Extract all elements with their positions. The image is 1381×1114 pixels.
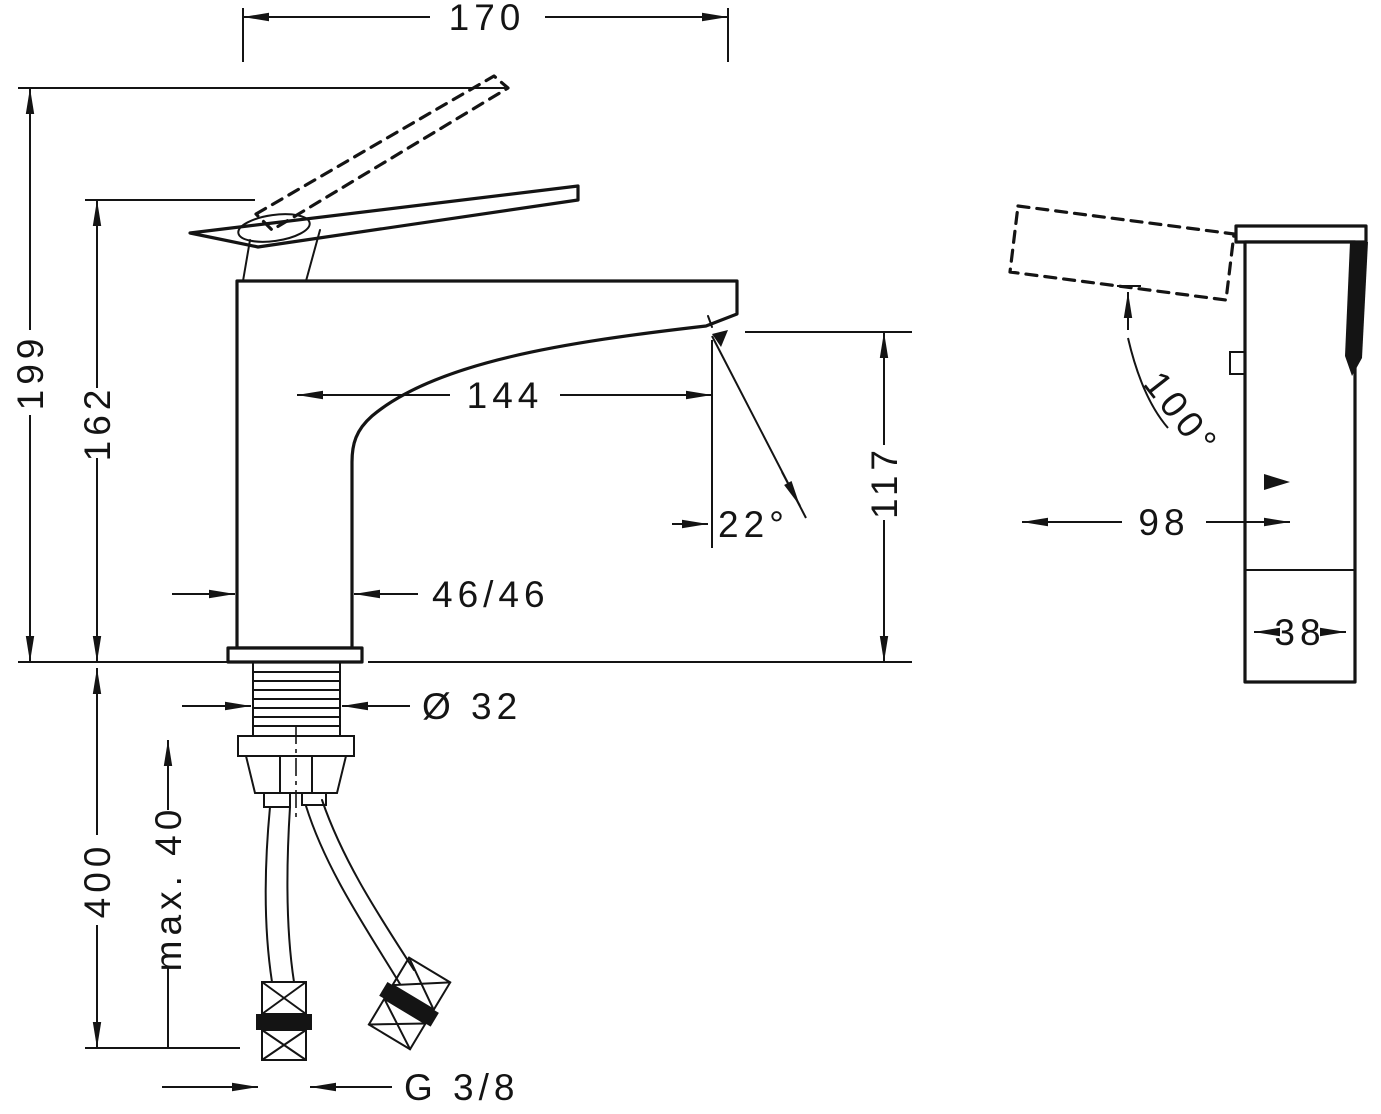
body-top-cap xyxy=(1234,224,1368,244)
dim-max-thickness: max. 40 xyxy=(148,740,189,1048)
dim-hose-length: 400 xyxy=(77,668,240,1049)
hose-right-braid-hatch xyxy=(391,956,452,1011)
hose-left-edge2 xyxy=(286,806,295,983)
angle-arrow xyxy=(781,471,801,507)
hose-right-nut-hatch xyxy=(367,997,427,1051)
dim-label-hose-length: 400 xyxy=(77,842,118,919)
hose-right-nut xyxy=(367,997,427,1051)
handle-down-bar xyxy=(1345,242,1368,376)
dim-label-width-top: 170 xyxy=(449,0,526,38)
hose-right-edge1 xyxy=(305,805,401,985)
faucet-base-plate xyxy=(226,646,364,664)
dim-label-height-to-handle: 162 xyxy=(77,385,118,462)
front-view: 170 199 162 144 117 xyxy=(10,0,912,1108)
dim-height-total: 199 xyxy=(10,87,505,662)
hose-left-braid-hatch xyxy=(261,981,307,1015)
dim-label-outlet-height: 117 xyxy=(864,445,905,519)
threaded-shank xyxy=(252,661,341,737)
faucet-body-outline xyxy=(235,279,739,650)
handle-lever-raised-dashed xyxy=(254,74,510,232)
dim-label-height-total: 199 xyxy=(10,334,51,411)
dim-depth: 98 xyxy=(1022,474,1290,543)
outlet-tab xyxy=(1229,351,1246,375)
dim-label-thread: G 3/8 xyxy=(404,1067,520,1108)
dim-hole-diameter: Ø 32 xyxy=(182,686,522,727)
supply-hose-left xyxy=(256,806,312,1061)
handle-pivot-cap xyxy=(237,213,311,243)
hose-left-seal xyxy=(256,1014,312,1030)
dim-label-body-section: 46/46 xyxy=(432,574,550,615)
dim-label-hole-diameter: Ø 32 xyxy=(422,686,522,727)
dim-label-depth: 98 xyxy=(1138,502,1189,543)
dim-spout-reach: 144 xyxy=(297,340,713,548)
hose-right-edge2 xyxy=(321,799,415,971)
dim-label-body-depth: 38 xyxy=(1274,612,1325,653)
hose-left-nut-hatch xyxy=(261,1029,307,1061)
dim-outlet-angle: 22° xyxy=(672,335,807,545)
dim-height-to-handle: 162 xyxy=(77,199,255,662)
hose-stub-left xyxy=(263,792,291,808)
leader-curve xyxy=(1127,337,1169,429)
mounting-nut xyxy=(244,755,348,794)
water-outlet-mark xyxy=(712,330,728,347)
reference-arrow xyxy=(1264,474,1290,490)
handle-lever xyxy=(188,184,580,249)
dim-swivel-angle: 100° xyxy=(1117,285,1228,465)
body-side-outline xyxy=(1243,240,1357,684)
hose-stub-right xyxy=(301,792,327,806)
dim-body-section: 46/46 xyxy=(172,574,550,615)
dim-label-max-thickness: max. 40 xyxy=(148,805,189,972)
dim-thread: G 3/8 xyxy=(162,1067,520,1108)
side-view: 100° 98 38 xyxy=(1008,204,1368,684)
dim-outlet-height: 117 xyxy=(745,331,912,662)
dim-label-swivel-angle: 100° xyxy=(1136,364,1228,465)
dim-label-spout-reach: 144 xyxy=(467,375,544,416)
dim-body-depth: 38 xyxy=(1254,612,1346,653)
hose-right-seal xyxy=(379,981,439,1027)
hose-left-edge1 xyxy=(264,806,273,983)
hose-right-connector xyxy=(367,956,452,1051)
dim-label-outlet-angle: 22° xyxy=(718,504,789,545)
handle-raised-dashed-side xyxy=(1008,204,1236,302)
aerator-detail xyxy=(707,315,713,328)
hose-left-nut xyxy=(261,1029,307,1061)
dim-width-top: 170 xyxy=(242,0,729,62)
supply-hose-right xyxy=(305,799,452,1051)
nut-slots xyxy=(279,755,313,794)
handle-pivot-cone xyxy=(242,229,321,282)
